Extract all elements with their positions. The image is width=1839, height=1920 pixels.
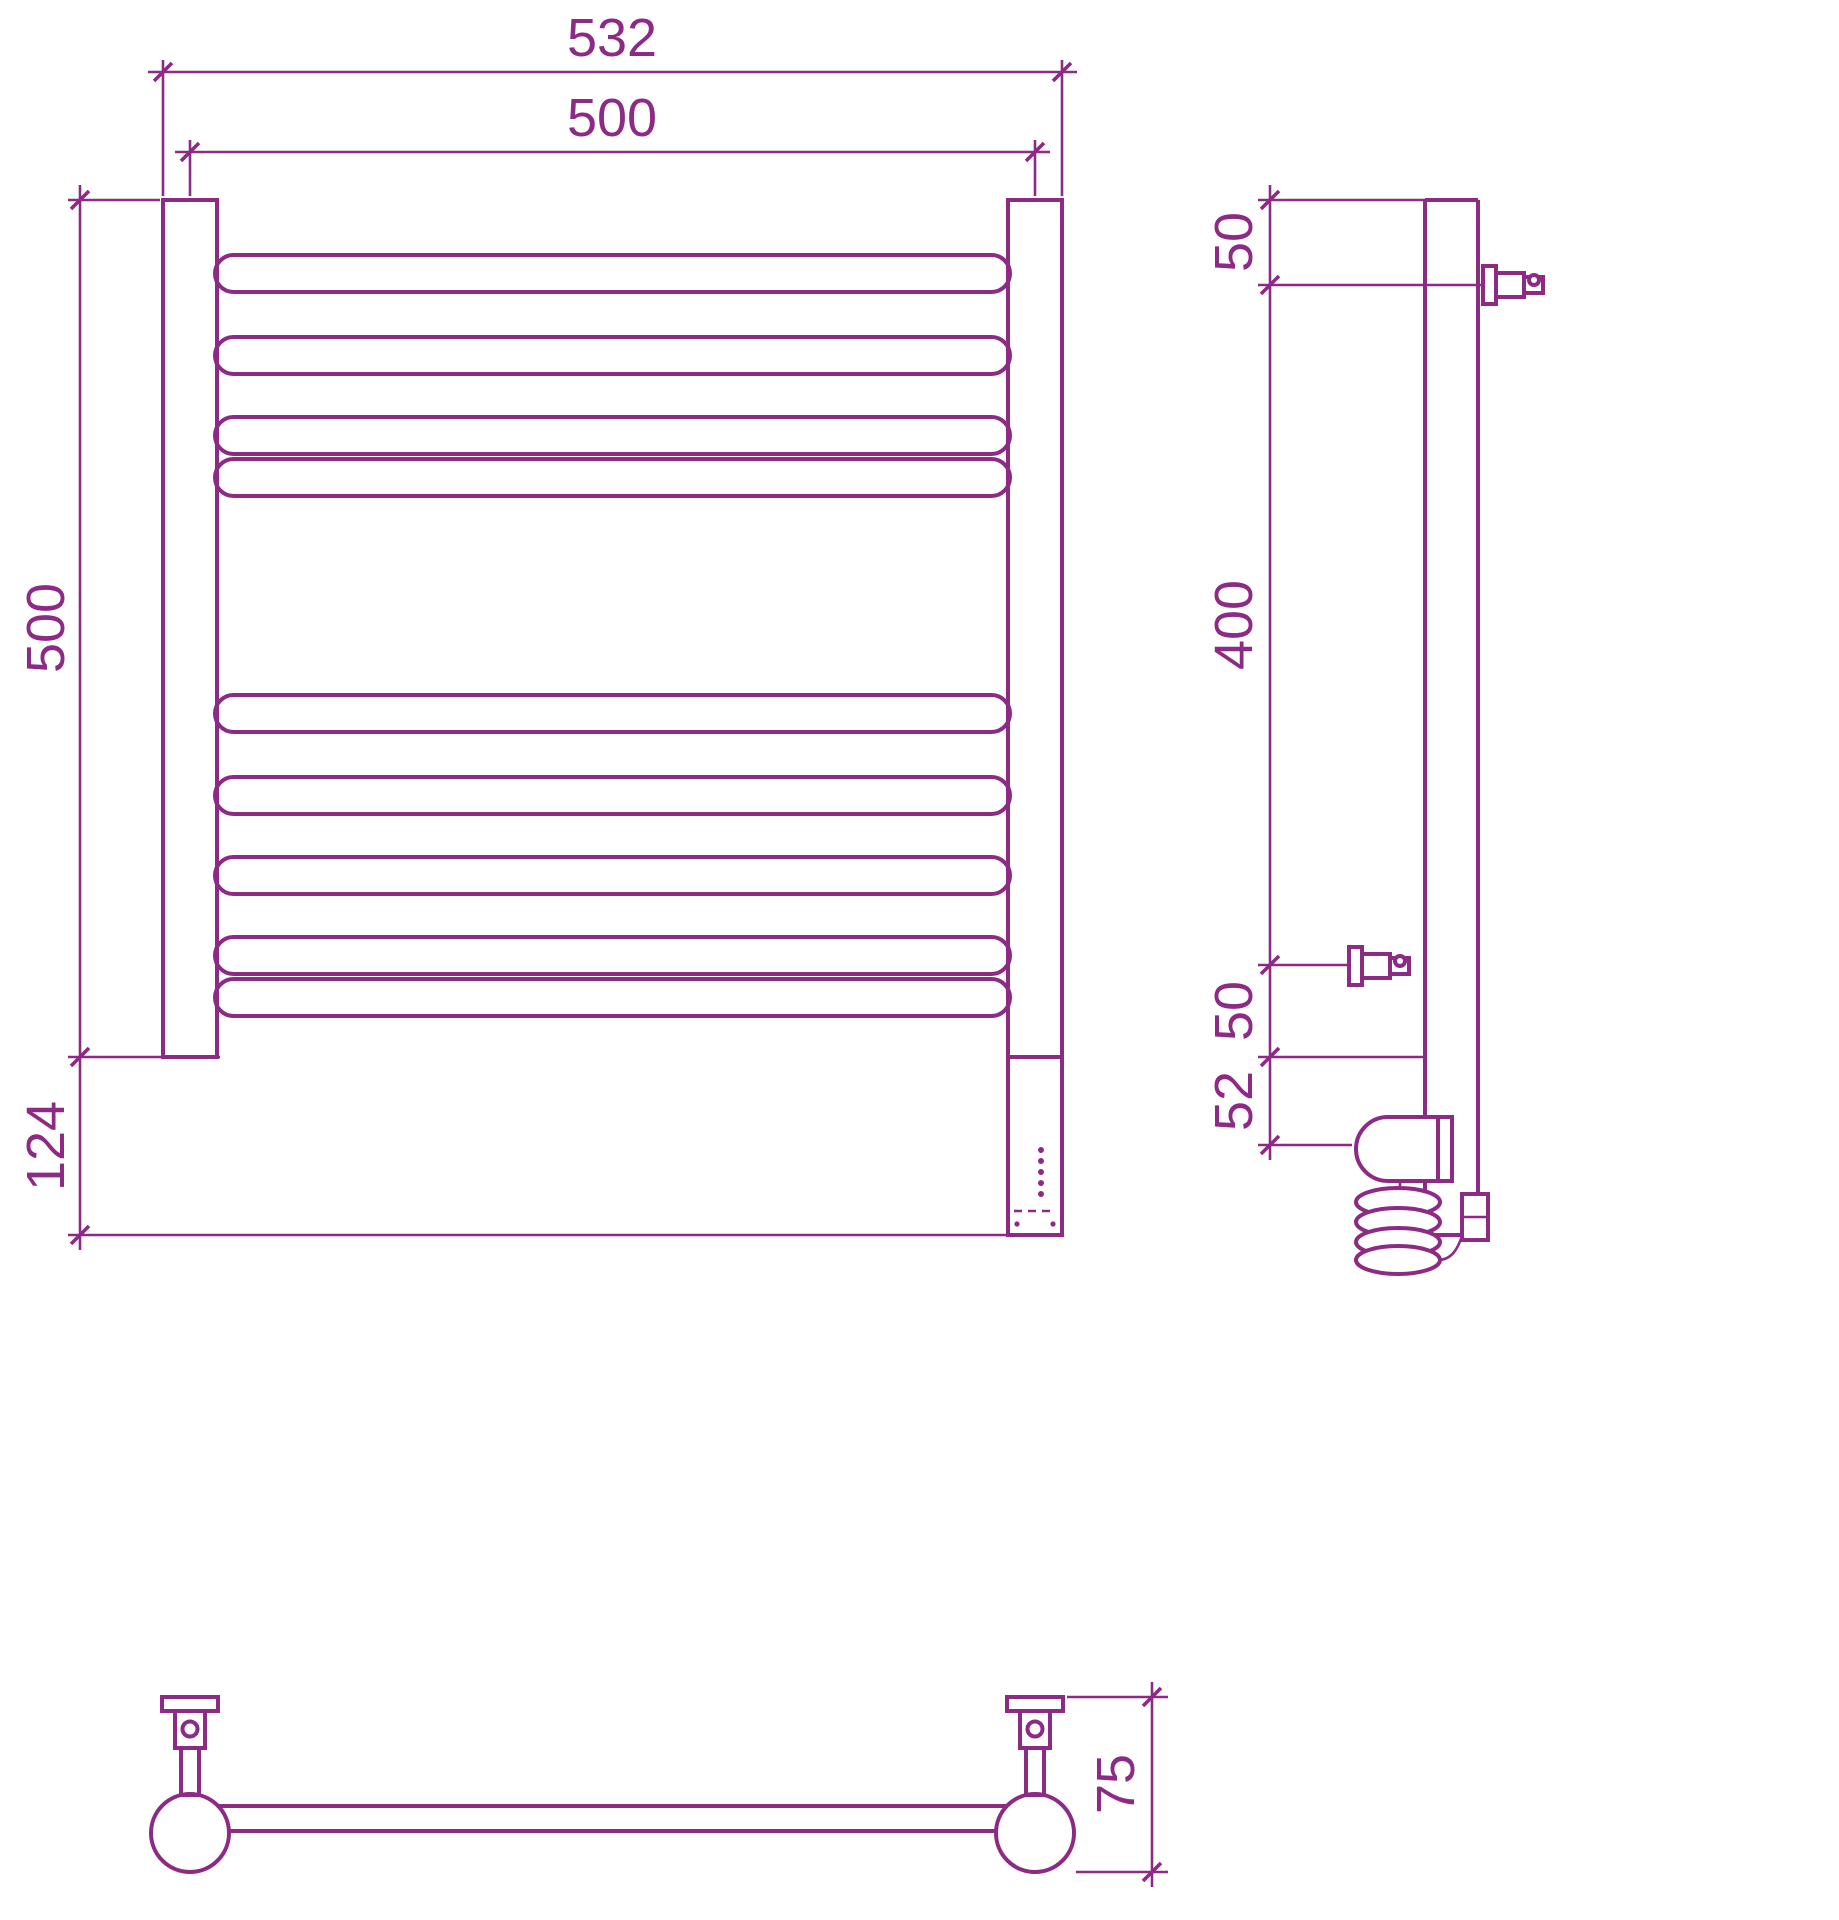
dim-label-50-top: 50 (1204, 212, 1264, 272)
dimension-bottom-offset: 124 (16, 1101, 1062, 1246)
bracket-stem (179, 1746, 201, 1797)
dimension-height: 500 (16, 185, 220, 1250)
towel-rung (213, 693, 1012, 734)
bottom-view-bracket-left (160, 1695, 220, 1797)
led-indicator-dot (1038, 1158, 1044, 1164)
left-post-section (149, 1792, 231, 1874)
towel-rung (213, 935, 1012, 976)
dimension-width-centers: 500 (175, 88, 1050, 196)
led-indicator-dot (1038, 1180, 1044, 1186)
cord-tail (1437, 1235, 1464, 1262)
electric-control-box (1006, 1055, 1064, 1237)
led-indicator-dot (1038, 1169, 1044, 1175)
towel-rung (213, 457, 1012, 498)
dim-label-400: 400 (1204, 580, 1264, 670)
dim-label-532: 532 (567, 8, 657, 68)
towel-rung (213, 855, 1012, 896)
towel-rung (213, 977, 1012, 1018)
right-post (1006, 198, 1064, 1059)
bracket-flange (160, 1695, 220, 1713)
dimension-depth: 75 (1067, 1682, 1168, 1887)
control-box-body (1006, 1055, 1064, 1237)
heating-element (1354, 1115, 1490, 1276)
towel-rung (213, 335, 1012, 376)
wall-bracket-top (1481, 264, 1545, 306)
bracket-body (1494, 271, 1526, 299)
towel-rung (213, 253, 1012, 294)
right-post-section (994, 1792, 1076, 1874)
led-indicator-dot (1038, 1147, 1044, 1153)
bracket-body (173, 1709, 207, 1750)
heater-housing (1354, 1115, 1454, 1183)
dim-label-75: 75 (1086, 1754, 1146, 1814)
bottom-view: 75 (149, 1682, 1168, 1887)
bracket-body (1018, 1709, 1052, 1750)
bracket-screw (1025, 1719, 1045, 1739)
rung-group-top (213, 253, 1012, 498)
bracket-flange (1005, 1695, 1065, 1713)
cord-coil-loop (1354, 1244, 1442, 1276)
left-post (161, 198, 219, 1059)
dimension-width-overall: 532 (148, 8, 1077, 196)
bottom-view-bracket-right (1005, 1695, 1065, 1797)
side-dimensions: 50 400 50 52 (1204, 185, 1483, 1160)
towel-rung (213, 415, 1012, 456)
wall-bracket-bottom (1347, 945, 1411, 987)
dim-label-50-bottom: 50 (1204, 981, 1264, 1041)
dim-label-500-top: 500 (567, 88, 657, 148)
dim-label-500-left: 500 (16, 583, 76, 673)
rung-group-bottom (213, 693, 1012, 1018)
screw-dot (1014, 1221, 1020, 1227)
bracket-screw (1527, 273, 1541, 287)
bracket-screw (1393, 954, 1407, 968)
dim-label-124: 124 (16, 1101, 76, 1191)
led-indicator-dot (1038, 1191, 1044, 1197)
side-view: 50 400 50 52 (1204, 185, 1545, 1276)
dim-label-52: 52 (1204, 1071, 1264, 1131)
front-view: 532 500 500 124 (16, 8, 1077, 1250)
bracket-body (1360, 952, 1392, 980)
bracket-stem (1024, 1746, 1046, 1797)
towel-rung (213, 775, 1012, 816)
screw-dot (1050, 1221, 1056, 1227)
bracket-screw (180, 1719, 200, 1739)
